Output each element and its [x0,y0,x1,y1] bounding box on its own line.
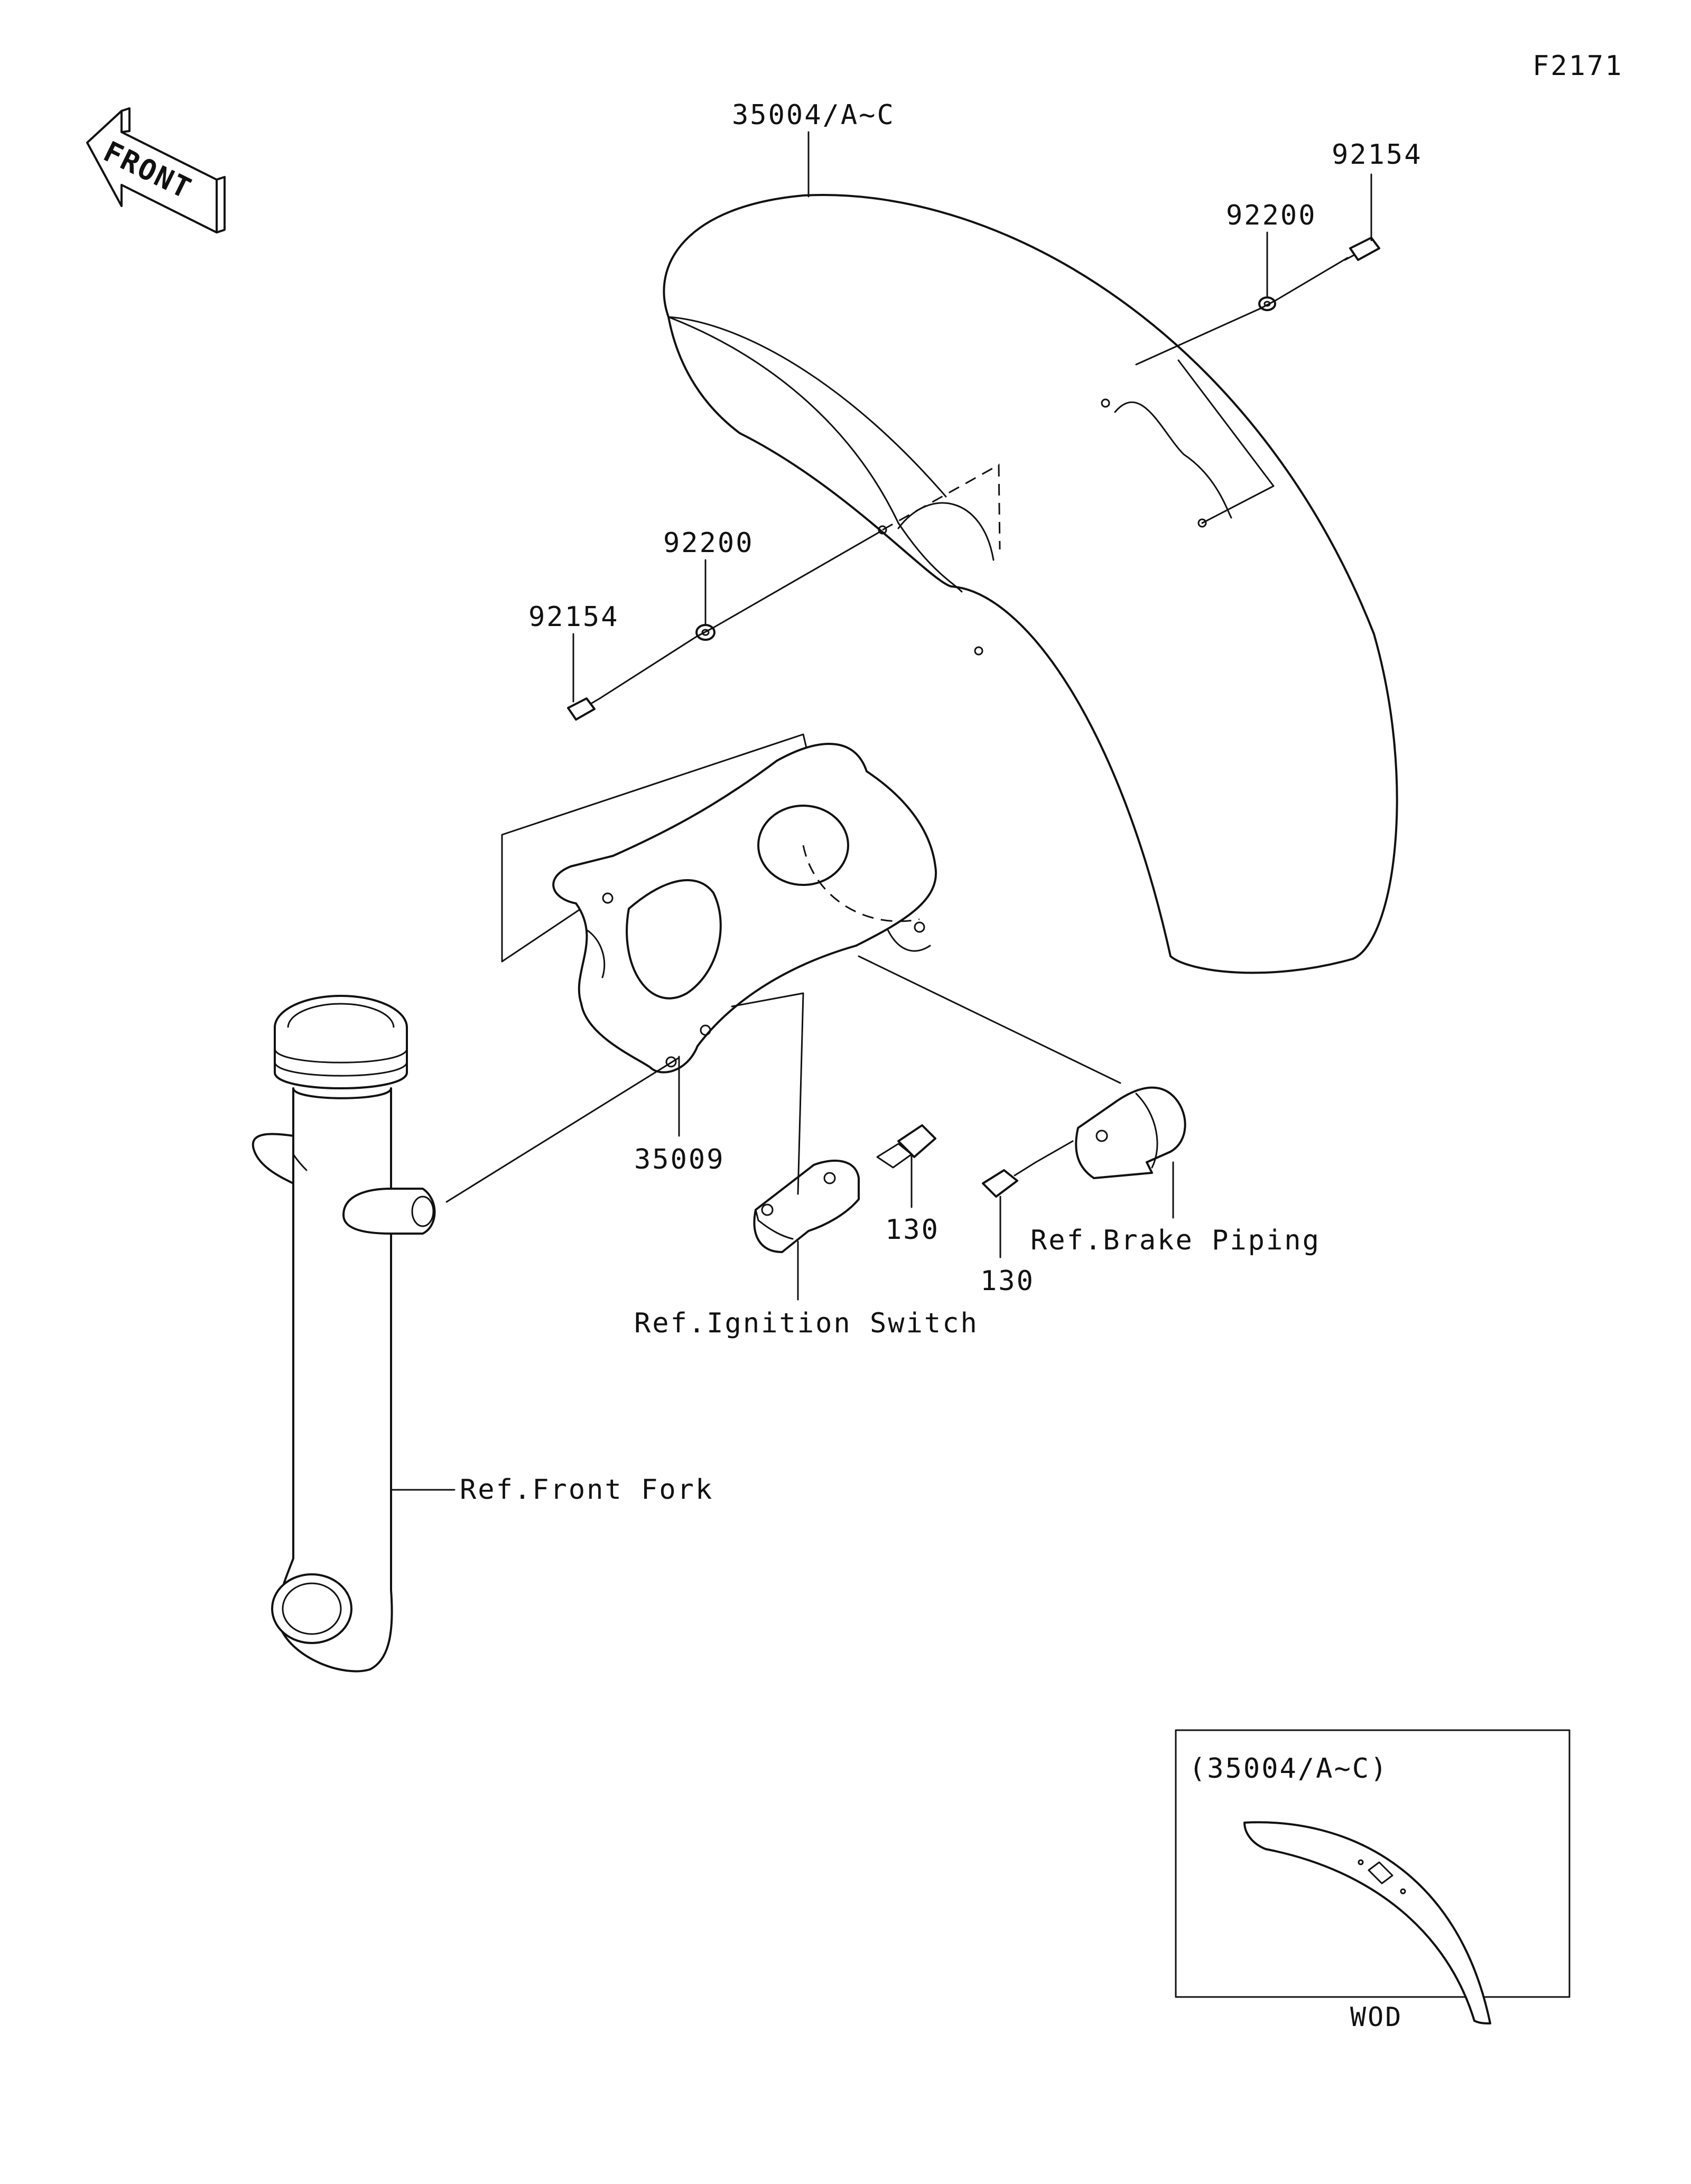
inset-caption: WOD [1350,2002,1402,2032]
callout-130-lower: 130 [980,1265,1035,1297]
callout-35004: 35004/A~C [732,99,895,131]
callout-92154-right: 92154 [1332,139,1423,171]
callout-92200-left: 92200 [663,527,754,559]
inset-fender [1243,1821,1491,2024]
brake-piping-clamp [1075,1086,1186,1179]
inset-title: (35004/A~C) [1189,1753,1388,1785]
fender-bracket-35009 [501,733,937,1074]
front-fender [663,194,1398,974]
ref-front-fork: Ref.Front Fork [460,1474,713,1506]
callout-35009: 35009 [634,1144,725,1175]
ref-ignition-switch: Ref.Ignition Switch [634,1308,979,1339]
ignition-switch-mount [753,1160,860,1253]
callout-92200-right: 92200 [1226,200,1317,231]
front-arrow-icon: FRONT [86,107,226,234]
front-fork [252,995,436,1673]
ref-brake-piping: Ref.Brake Piping [1030,1225,1321,1256]
figure-id: F2171 [1532,50,1623,82]
bolt-92154-left [567,697,601,721]
callout-130-center: 130 [885,1214,940,1246]
variant-inset: (35004/A~C) [1175,1729,1571,2024]
callout-92154-left: 92154 [528,601,619,633]
bolt-92154-right [1344,237,1380,261]
bolt-130-center [876,1124,936,1169]
bolt-130-lower [982,1161,1037,1198]
